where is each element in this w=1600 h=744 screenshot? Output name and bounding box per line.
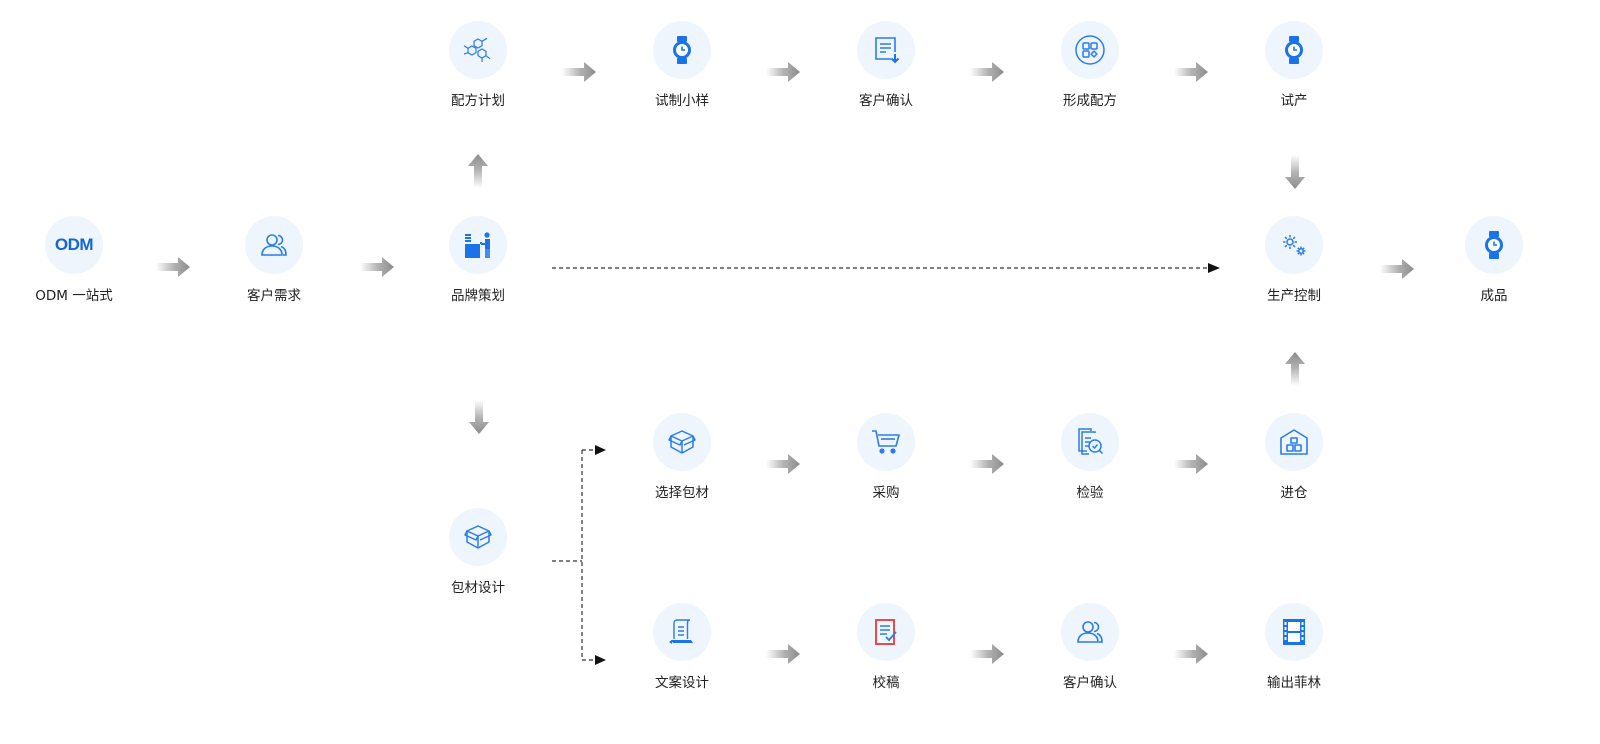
film-icon [1283,619,1305,645]
arrow-right-icon [156,257,190,277]
arrow-right-icon [970,62,1004,82]
node-production-control: 生产控制 [1234,216,1354,316]
node-label: 采购 [872,485,900,501]
odm-text-icon: ODM [54,235,94,254]
node-label: 输出菲林 [1267,675,1321,691]
node-label: 文案设计 [655,675,709,691]
node-customer-confirm-1: 客户确认 [826,21,946,121]
arrow-down-icon [469,400,489,434]
node-packaging-design: 包材设计 [418,508,538,608]
scroll-icon [669,619,693,644]
node-label: 试制小样 [655,93,709,109]
node-brand-planning: 品牌策划 [418,216,538,316]
arrow-right-icon [970,644,1004,664]
node-label: 选择包材 [655,485,709,501]
node-label: 成品 [1480,288,1508,304]
molecule-icon [463,37,491,62]
arrow-up-icon [468,154,488,188]
arrow-right-icon [970,454,1004,474]
node-label: 形成配方 [1063,93,1117,109]
node-output-film: 输出菲林 [1234,603,1354,703]
box-icon [464,525,492,549]
node-select-packaging: 选择包材 [622,413,742,513]
node-proofreading: 校稿 [826,603,946,703]
node-label: 品牌策划 [451,288,505,304]
node-formula-plan: 配方计划 [418,21,538,121]
arrow-right-icon [1174,644,1208,664]
arrow-right-icon [766,62,800,82]
box-icon [668,430,696,454]
node-odm: ODM ODM 一站式 [14,216,134,316]
node-trial-production: 试产 [1234,21,1354,121]
node-label: 客户需求 [247,288,301,304]
arrow-up-icon [1285,352,1305,386]
arrow-down-icon [1285,155,1305,189]
watch-icon [1485,231,1503,259]
inspect-icon [1078,428,1104,455]
gears-icon [1283,235,1306,256]
node-label: 校稿 [872,675,900,691]
document-download-icon [875,37,900,64]
node-label: ODM 一站式 [35,288,113,304]
arrow-right-icon [1174,454,1208,474]
node-label: 包材设计 [451,580,505,596]
node-label: 试产 [1280,93,1308,109]
arrow-right-icon [360,257,394,277]
arrow-right-icon [562,62,596,82]
node-label: 进仓 [1280,485,1308,501]
checklist-icon [875,619,897,645]
arrow-right-icon [1380,259,1414,279]
office-desk-icon [465,232,490,258]
node-inspection: 检验 [1030,413,1150,513]
node-warehousing: 进仓 [1234,413,1354,513]
watch-icon [1285,36,1303,64]
node-label: 生产控制 [1267,288,1321,304]
node-customer-confirm-2: 客户确认 [1030,603,1150,703]
warehouse-icon [1280,429,1308,455]
arrow-right-icon [766,644,800,664]
arrow-right-icon [1174,62,1208,82]
node-label: 客户确认 [859,93,913,109]
node-label: 配方计划 [451,93,505,109]
node-copywriting: 文案设计 [622,603,742,703]
users-icon [1077,621,1103,643]
watch-icon [673,36,691,64]
node-form-formula: 形成配方 [1030,21,1150,121]
app-grid-icon [1075,35,1105,65]
node-customer-needs: 客户需求 [214,216,334,316]
node-purchase: 采购 [826,413,946,513]
arrow-right-icon [766,454,800,474]
node-label: 检验 [1076,485,1104,501]
cart-icon [872,430,900,454]
node-label: 客户确认 [1063,675,1117,691]
node-finished-product: 成品 [1434,216,1554,316]
node-trial-sample: 试制小样 [622,21,742,121]
users-icon [261,234,287,256]
